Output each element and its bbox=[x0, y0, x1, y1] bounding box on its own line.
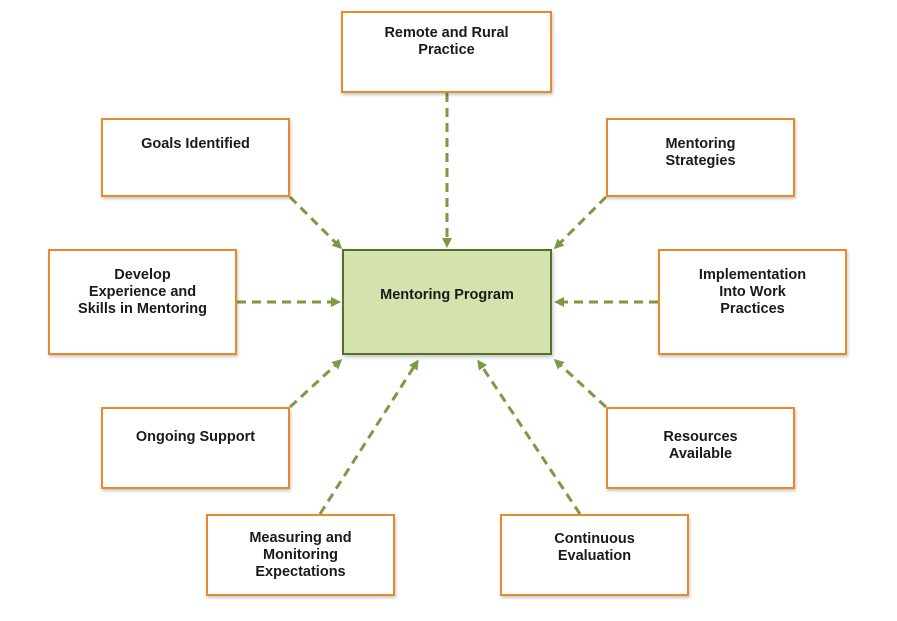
arrow-ongoing-support bbox=[288, 358, 343, 409]
node-goals-identified: Goals Identified bbox=[101, 118, 290, 197]
node-label: Goals Identified bbox=[141, 136, 250, 152]
center-node-label: Mentoring Program bbox=[380, 287, 514, 303]
node-label: Develop Experience and Skills in Mentori… bbox=[78, 267, 207, 317]
node-label: Continuous Evaluation bbox=[554, 531, 635, 564]
node-develop-experience: Develop Experience and Skills in Mentori… bbox=[48, 249, 237, 355]
node-resources-available: Resources Available bbox=[606, 407, 795, 489]
node-ongoing-support: Ongoing Support bbox=[101, 407, 290, 489]
arrow-resources-available bbox=[553, 358, 608, 409]
node-label: Mentoring Strategies bbox=[665, 136, 736, 169]
node-label: Ongoing Support bbox=[135, 429, 256, 445]
node-label: Implementation Into Work Practices bbox=[698, 267, 807, 317]
node-label: Remote and Rural Practice bbox=[384, 25, 509, 58]
node-mentoring-strategies: Mentoring Strategies bbox=[606, 118, 795, 197]
node-implementation-work-practices: Implementation Into Work Practices bbox=[658, 249, 847, 355]
arrow-measuring-monitoring bbox=[318, 359, 419, 515]
node-remote-rural-practice: Remote and Rural Practice bbox=[341, 11, 552, 93]
arrow-continuous-evaluation bbox=[477, 359, 582, 515]
arrow-goals-identified bbox=[288, 195, 343, 250]
center-node-mentoring-program: Mentoring Program bbox=[342, 249, 552, 355]
node-measuring-monitoring: Measuring and Monitoring Expectations bbox=[206, 514, 395, 596]
node-label: Resources Available bbox=[663, 429, 738, 462]
node-label: Measuring and Monitoring Expectations bbox=[249, 530, 352, 580]
arrow-mentoring-strategies bbox=[553, 195, 608, 250]
node-continuous-evaluation: Continuous Evaluation bbox=[500, 514, 689, 596]
